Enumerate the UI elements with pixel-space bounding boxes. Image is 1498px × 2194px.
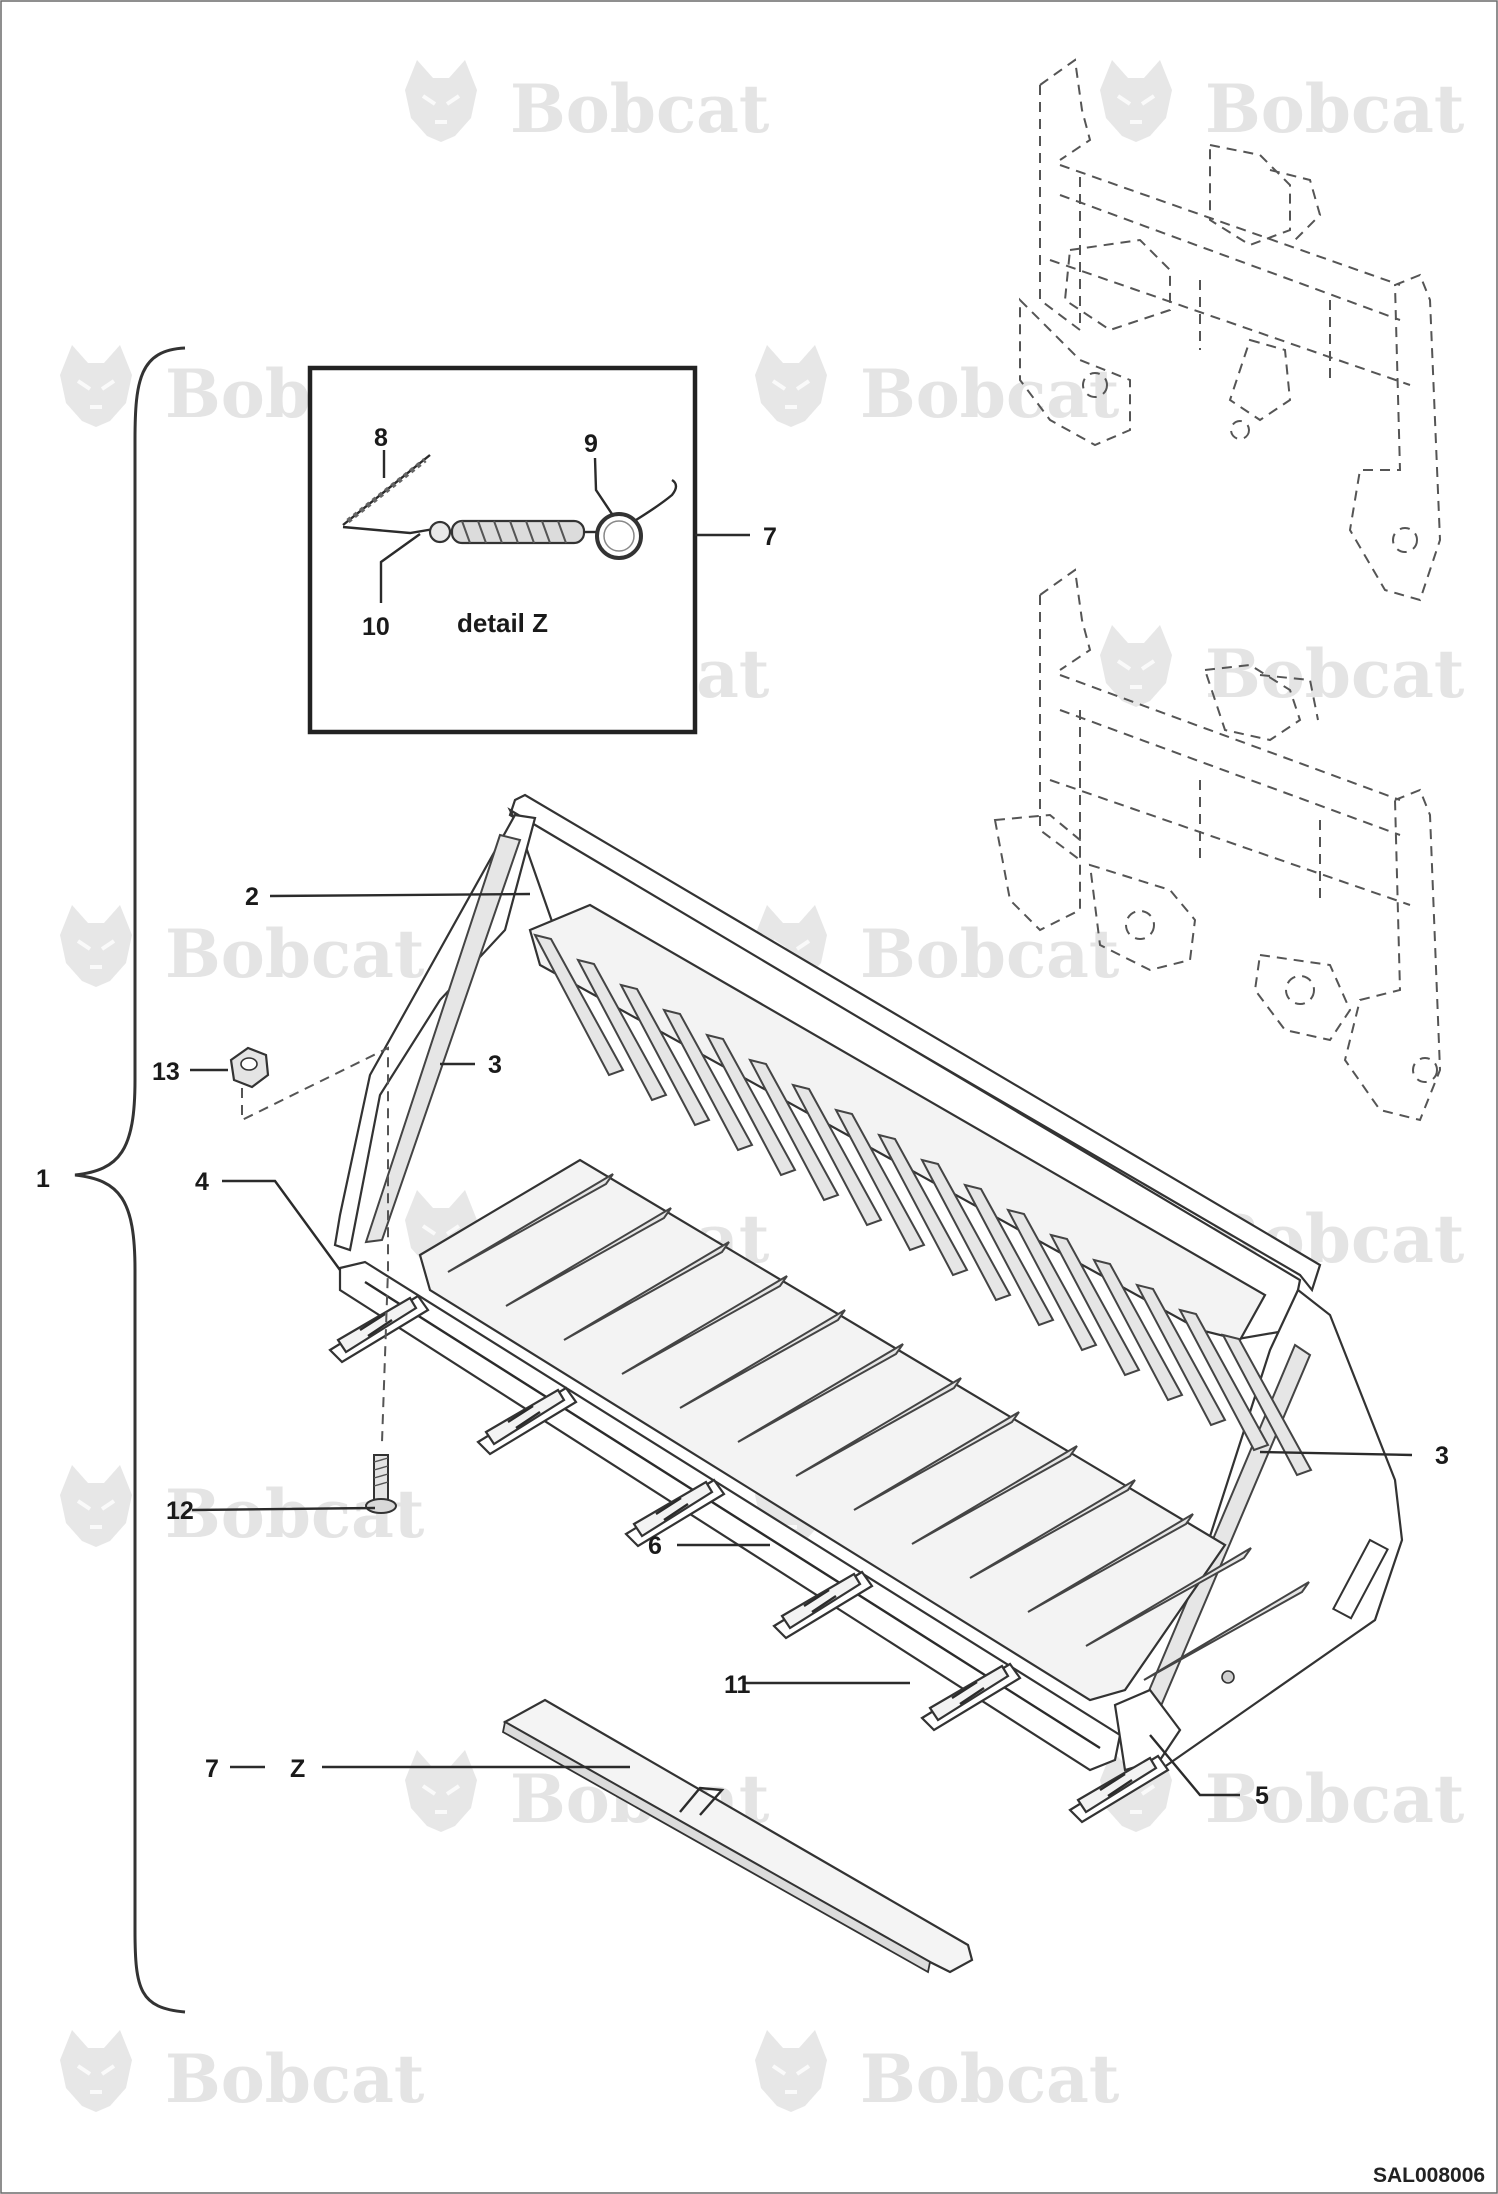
watermark-mark: Bobcat: [1098, 1748, 1465, 1838]
floor-rib: [853, 1411, 1020, 1511]
watermark-mark: Bobcat: [753, 343, 1120, 433]
callout-12: 12: [166, 1497, 194, 1525]
floor-rib: [969, 1479, 1136, 1579]
watermark-mark: Bobcat: [753, 2028, 1120, 2118]
wall-rib: [920, 1158, 1012, 1302]
bucket-tooth: [624, 1478, 726, 1548]
callout-z: Z: [290, 1755, 305, 1783]
assembly-brace: [74, 346, 186, 2014]
floor-rib: [621, 1275, 788, 1375]
wall-rib: [1135, 1283, 1227, 1427]
callout-1: 1: [36, 1165, 50, 1193]
wall-rib: [619, 983, 711, 1127]
bucket-tooth: [772, 1570, 874, 1640]
floor-rib: [447, 1173, 614, 1273]
leader-lines: [190, 892, 1413, 1797]
bucket-wall-ribs: [533, 933, 1313, 1477]
floor-rib: [737, 1343, 904, 1443]
bucket-tooth: [1068, 1754, 1170, 1824]
floor-rib: [563, 1241, 730, 1341]
watermark-text: Bobcat: [165, 2040, 425, 2118]
wall-rib: [963, 1183, 1055, 1327]
watermark-text: Bobcat: [860, 915, 1120, 993]
callout-9: 9: [584, 430, 598, 458]
bucket-assembly: [333, 793, 1404, 1772]
callout-10: 10: [362, 613, 390, 641]
wall-rib: [1092, 1258, 1184, 1402]
floor-rib: [1027, 1513, 1194, 1613]
callout-5: 5: [1255, 1782, 1269, 1810]
attachment-frame-top: [1019, 58, 1442, 602]
callout-7-strip: 7: [205, 1755, 219, 1783]
callout-13: 13: [152, 1058, 180, 1086]
wall-rib: [1221, 1333, 1313, 1477]
wall-rib: [533, 933, 625, 1077]
wall-rib: [877, 1133, 969, 1277]
wall-rib: [834, 1108, 926, 1252]
bolt-part: [365, 1454, 397, 1514]
callout-2: 2: [245, 883, 259, 911]
floor-rib: [795, 1377, 962, 1477]
watermark-mark: Bobcat: [58, 903, 425, 993]
watermark-text: Bobcat: [1205, 70, 1465, 148]
watermark-text: Bobcat: [1205, 635, 1465, 713]
floor-rib: [679, 1309, 846, 1409]
watermark-mark: Bobcat: [753, 903, 1120, 993]
watermark-mark: Bobcat: [403, 58, 770, 148]
bucket-teeth: [328, 1294, 1170, 1824]
attachment-frame-bottom: [993, 568, 1442, 1122]
wall-rib: [1006, 1208, 1098, 1352]
reference-code: SAL008006: [1373, 2164, 1485, 2187]
bucket-floor-ribs: [447, 1173, 1310, 1681]
wall-rib: [1178, 1308, 1270, 1452]
nut-part: [229, 1046, 270, 1089]
wall-rib: [662, 1008, 754, 1152]
watermark-text: Bobcat: [510, 70, 770, 148]
detail-z-box: [307, 365, 750, 735]
callout-7-detail: 7: [763, 523, 777, 551]
floor-rib: [1085, 1547, 1252, 1647]
wall-rib: [791, 1083, 883, 1227]
watermark-mark: Bobcat: [58, 2028, 425, 2118]
callout-3-left: 3: [488, 1051, 502, 1079]
watermark-mark: Bobcat: [1098, 58, 1465, 148]
watermark-text: Bobcat: [165, 915, 425, 993]
wall-rib: [576, 958, 668, 1102]
bolt-assembly-line: [241, 1046, 389, 1443]
floor-rib: [1143, 1581, 1310, 1681]
watermark-text: Bobcat: [1205, 1760, 1465, 1838]
wall-rib: [705, 1033, 797, 1177]
floor-rib: [505, 1207, 672, 1307]
bucket-tooth: [476, 1386, 578, 1456]
watermark-mark: Bobcat: [1098, 623, 1465, 713]
callout-6: 6: [648, 1532, 662, 1560]
callout-4: 4: [195, 1168, 209, 1196]
bucket-tooth: [328, 1294, 430, 1364]
callout-11: 11: [724, 1671, 751, 1699]
callout-3-right: 3: [1435, 1442, 1449, 1470]
detail-z-caption: detail Z: [457, 608, 548, 638]
floor-rib: [911, 1445, 1078, 1545]
wall-rib: [1049, 1233, 1141, 1377]
watermark-text: Bobcat: [860, 2040, 1120, 2118]
bucket-tooth: [920, 1662, 1022, 1732]
wall-rib: [748, 1058, 840, 1202]
callout-8: 8: [374, 424, 388, 452]
watermark-text: Bobcat: [860, 355, 1120, 433]
